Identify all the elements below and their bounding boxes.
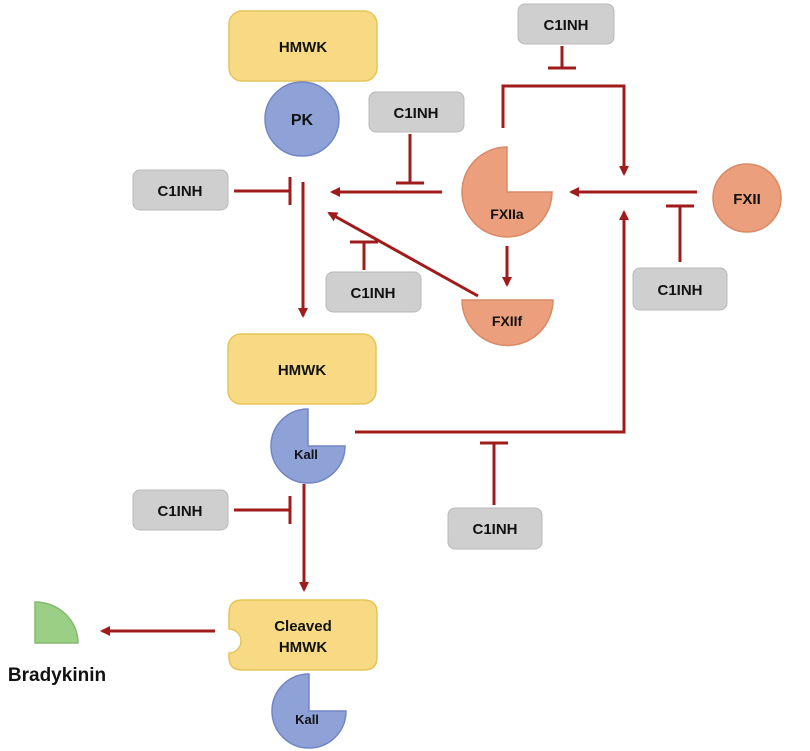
hmwk-top-node: HMWK xyxy=(228,10,378,82)
kall-mid-node: Kall xyxy=(270,408,346,484)
c1inh-right-lower-label: C1INH xyxy=(657,282,702,299)
c1inh-top-right-label: C1INH xyxy=(543,17,588,34)
c1inh-left-lower-label: C1INH xyxy=(157,503,202,520)
c1inh-top-right: C1INH xyxy=(517,3,615,45)
arrow-kall-to-fxii-activation xyxy=(355,210,629,434)
c1inh-upper-center: C1INH xyxy=(368,91,465,133)
fxiif-node: FXIIf xyxy=(461,299,554,347)
c1inh-left-upper-label: C1INH xyxy=(157,183,202,200)
fxiia-node: FXIIa xyxy=(461,146,553,238)
cleaved-hmwk-node: Cleaved HMWK xyxy=(228,599,378,671)
kall-mid-label: Kall xyxy=(294,447,318,462)
pk-node: PK xyxy=(264,81,340,157)
c1inh-bottom-center-label: C1INH xyxy=(472,521,517,538)
bradykinin-label: Bradykinin xyxy=(8,665,106,686)
hmwk-mid-node: HMWK xyxy=(227,333,377,405)
hmwk-mid-label: HMWK xyxy=(278,362,326,379)
pk-label: PK xyxy=(291,112,314,129)
inhibition-lines xyxy=(234,46,694,524)
inhibit-tee-icon-right-lower xyxy=(666,204,694,262)
bradykinin-quarter-circle-icon xyxy=(34,601,79,644)
c1inh-right-lower: C1INH xyxy=(632,267,728,311)
inhibit-tee-icon-top-right xyxy=(548,46,576,70)
arrow-fxiif-to-pk-pathway xyxy=(327,211,479,298)
fxii-node: FXII xyxy=(712,163,782,233)
kall-bottom-node: Kall xyxy=(271,673,347,749)
inhibit-tee-icon-left-upper xyxy=(234,177,292,205)
c1inh-center-lower-label: C1INH xyxy=(350,285,395,302)
cleaved-hmwk-label-line1: Cleaved xyxy=(274,618,332,635)
inhibit-tee-icon-left-lower xyxy=(234,496,292,524)
c1inh-bottom-center: C1INH xyxy=(447,507,543,550)
inhibit-tee-icon-center-lower xyxy=(350,240,378,270)
c1inh-upper-center-label: C1INH xyxy=(393,105,438,122)
cleaved-hmwk-label-line2: HMWK xyxy=(279,639,327,656)
connectors xyxy=(100,84,697,636)
arrow-fxiia-feedback-loop xyxy=(501,84,629,176)
fxiia-label: FXIIa xyxy=(490,206,524,222)
c1inh-left-lower: C1INH xyxy=(132,489,229,531)
c1inh-center-lower: C1INH xyxy=(325,271,422,313)
inhibit-tee-icon-bottom-center xyxy=(480,441,508,505)
bradykinin-node: Bradykinin xyxy=(8,601,106,686)
fxii-label: FXII xyxy=(733,191,761,208)
kall-bottom-label: Kall xyxy=(295,712,319,727)
inhibit-tee-icon-upper-center xyxy=(396,134,424,185)
hmwk-top-label: HMWK xyxy=(279,39,327,56)
c1inh-left-upper: C1INH xyxy=(132,169,229,211)
fxiif-label: FXIIf xyxy=(492,313,523,329)
